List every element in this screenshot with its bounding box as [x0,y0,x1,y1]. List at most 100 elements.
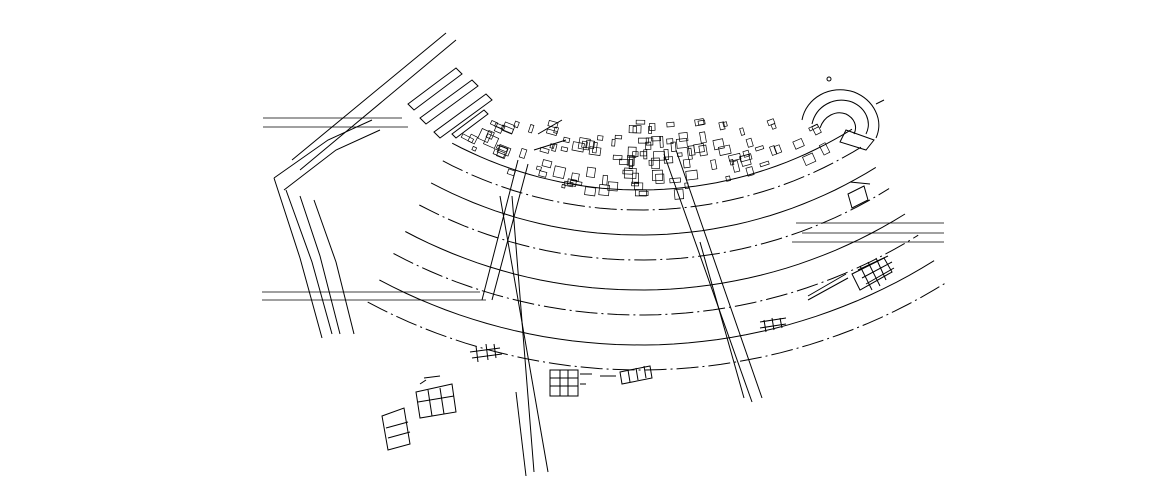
building-footprint [710,159,718,171]
building-footprint [535,165,542,171]
building-footprint [802,152,817,166]
road-arc [379,260,935,346]
building-footprint [628,124,642,134]
building-footprint [666,121,675,128]
building-footprint [495,144,508,153]
building-footprint [601,174,609,186]
building-footprint [626,155,635,166]
building-footprint [494,122,506,131]
building-footprint [561,183,566,189]
building-footprint [618,158,629,166]
building-footprint [684,182,689,190]
building-footprint [551,143,558,152]
road-arc [451,128,853,191]
left-boundary [273,119,381,339]
building-footprint [638,137,649,144]
building-footprint [769,145,778,156]
building-footprint [727,152,742,162]
curved-road-arcs [367,128,948,371]
building-footprint [632,151,639,157]
reference-lines [262,117,944,301]
building-footprint [666,138,674,145]
building-footprint [729,159,735,166]
building-footprint [631,181,640,187]
building-footprint [678,131,689,142]
building-footprint [808,123,819,132]
building-footprint [471,145,478,152]
building-footprint [712,138,725,151]
building-footprint [663,156,674,164]
building-footprint [518,147,528,159]
building-footprint [552,165,567,180]
building-footprint [496,145,509,160]
building-footprint [623,167,637,179]
building-footprint [655,173,665,184]
upper-right-hook [801,76,885,151]
building-footprint [513,120,520,129]
building-footprint [745,166,755,177]
building-footprint [638,190,649,196]
building-footprint [585,166,597,179]
building-footprint [649,123,656,131]
building-footprint [493,125,503,134]
building-footprint [725,175,731,182]
radial-lines [481,119,763,477]
building-footprint [648,126,653,134]
building-footprint [698,144,708,157]
road-arc [405,213,906,291]
road-arc [430,166,877,236]
building-footprint [538,170,548,178]
road-arc [367,281,948,371]
building-footprint [483,133,500,149]
building-footprint [682,158,691,169]
building-footprint [773,144,783,155]
building-footprint [669,177,681,184]
building-footprint [545,128,558,136]
building-footprints [460,118,831,200]
building-footprint [596,135,604,141]
building-footprint [632,126,637,134]
building-footprint [607,181,619,192]
building-footprint [549,143,555,149]
building-footprint [766,118,776,127]
building-footprint [745,137,754,148]
lower-left-parking [381,343,503,451]
building-footprint [460,133,475,144]
building-footprint [541,159,553,169]
building-footprint [527,124,535,134]
road-arc [393,234,919,316]
building-footprint [627,146,637,158]
building-footprint [547,119,559,129]
building-footprint [634,189,647,197]
building-footprint [628,159,633,170]
building-footprint [697,119,706,126]
building-footprint [563,180,574,188]
building-footprint [742,149,751,158]
building-footprint [506,168,516,177]
building-footprint [611,138,616,147]
building-footprint [651,136,661,142]
building-footprint [739,127,746,136]
road-arc [419,188,890,261]
building-footprint [651,157,660,170]
building-footprint [676,152,683,157]
building-footprint [612,154,623,161]
building-footprint [718,121,726,131]
building-footprint [477,128,493,144]
building-footprint [675,137,688,149]
building-footprint [584,186,597,197]
building-footprint [673,188,685,200]
building-footprint [792,137,805,150]
building-footprint [659,136,664,148]
building-footprint [739,153,753,163]
building-footprint [539,146,550,154]
lower-center-blocks [549,365,653,397]
building-footprint [645,137,654,146]
building-footprint [570,172,580,182]
building-footprint [614,134,623,140]
building-footprint [562,136,571,144]
building-footprint [496,143,512,157]
building-footprint [686,147,693,160]
